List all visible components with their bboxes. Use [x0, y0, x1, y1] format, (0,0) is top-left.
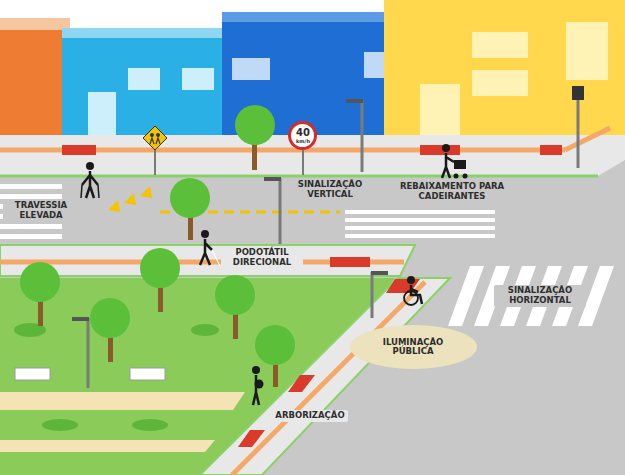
speed-limit-sign: 40km/h	[288, 121, 317, 150]
road-marking-label: SINALIZAÇÃO HORIZONTAL	[494, 285, 586, 307]
curb-ramp-label: REBAIXAMENTO PARA CADEIRANTES	[397, 181, 508, 203]
node-text: km/h	[296, 139, 310, 144]
lighting-zone: ILUMINAÇÃO PÚBLICA	[350, 325, 477, 369]
raised-crossing-label: TRAVESSIA ELEVADA	[3, 200, 79, 222]
trees-label: ARBORIZAÇÃO	[272, 410, 347, 422]
tactile-paving-label: PODOTÁTIL DIRECIONAL	[221, 247, 303, 269]
node-text-group: 40km/h	[296, 128, 310, 144]
node-text: ILUMINAÇÃO PÚBLICA	[374, 338, 452, 356]
node-text: 40	[296, 128, 310, 139]
vertical-signage-label: SINALIZAÇÃO VERTICAL	[287, 179, 373, 201]
node-text-group: ILUMINAÇÃO PÚBLICA	[374, 338, 452, 356]
